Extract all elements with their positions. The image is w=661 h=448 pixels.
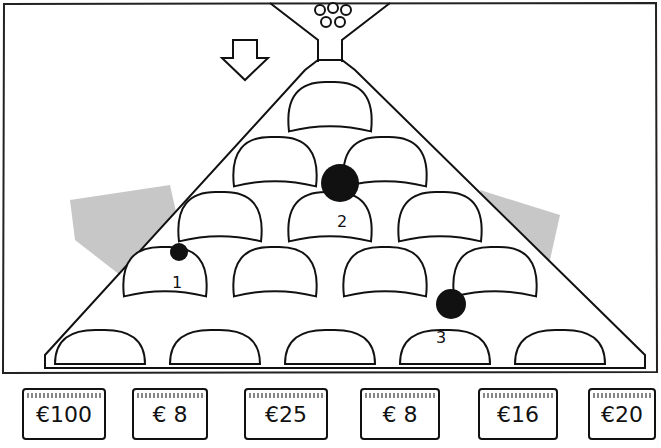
pin-cell [453,247,536,297]
base-arch [170,330,260,364]
drop-arrow [222,40,268,80]
pin-cell [233,247,316,297]
base-arch [285,330,375,364]
marble [341,5,351,15]
prize-box: €20 [588,388,656,440]
pin-cell [288,82,371,132]
base-arch [515,330,605,364]
pin-cell [233,137,316,187]
prize-amount: €16 [497,402,539,427]
pin-cell [123,247,206,297]
base-arch [400,330,490,364]
prize-amount: € 8 [383,402,418,427]
marble [328,3,338,13]
prize-amount: €25 [265,402,307,427]
ball [170,243,188,261]
callout-number: 2 [337,214,347,230]
prize-box: €25 [244,388,328,440]
prize-box: € 8 [360,388,440,440]
pin-cell [398,192,481,242]
ball [436,289,466,319]
marble [315,5,325,15]
ball [321,164,359,202]
pin-cell [178,192,261,242]
prize-box: €100 [22,388,106,440]
frame [3,3,657,373]
prize-box: € 8 [132,388,208,440]
pyramid-wall [45,60,645,368]
callout-number: 1 [172,275,182,291]
marble [335,17,345,27]
prize-amount: €20 [601,402,643,427]
marbles [315,3,351,27]
pin-cell [288,192,371,242]
prize-box: €16 [478,388,558,440]
funnel [270,3,390,62]
base-arch [55,330,145,364]
pin-cell [343,247,426,297]
prize-amount: € 8 [153,402,188,427]
prize-amount: €100 [36,402,92,427]
marble [321,17,331,27]
callout-number: 3 [436,330,446,346]
